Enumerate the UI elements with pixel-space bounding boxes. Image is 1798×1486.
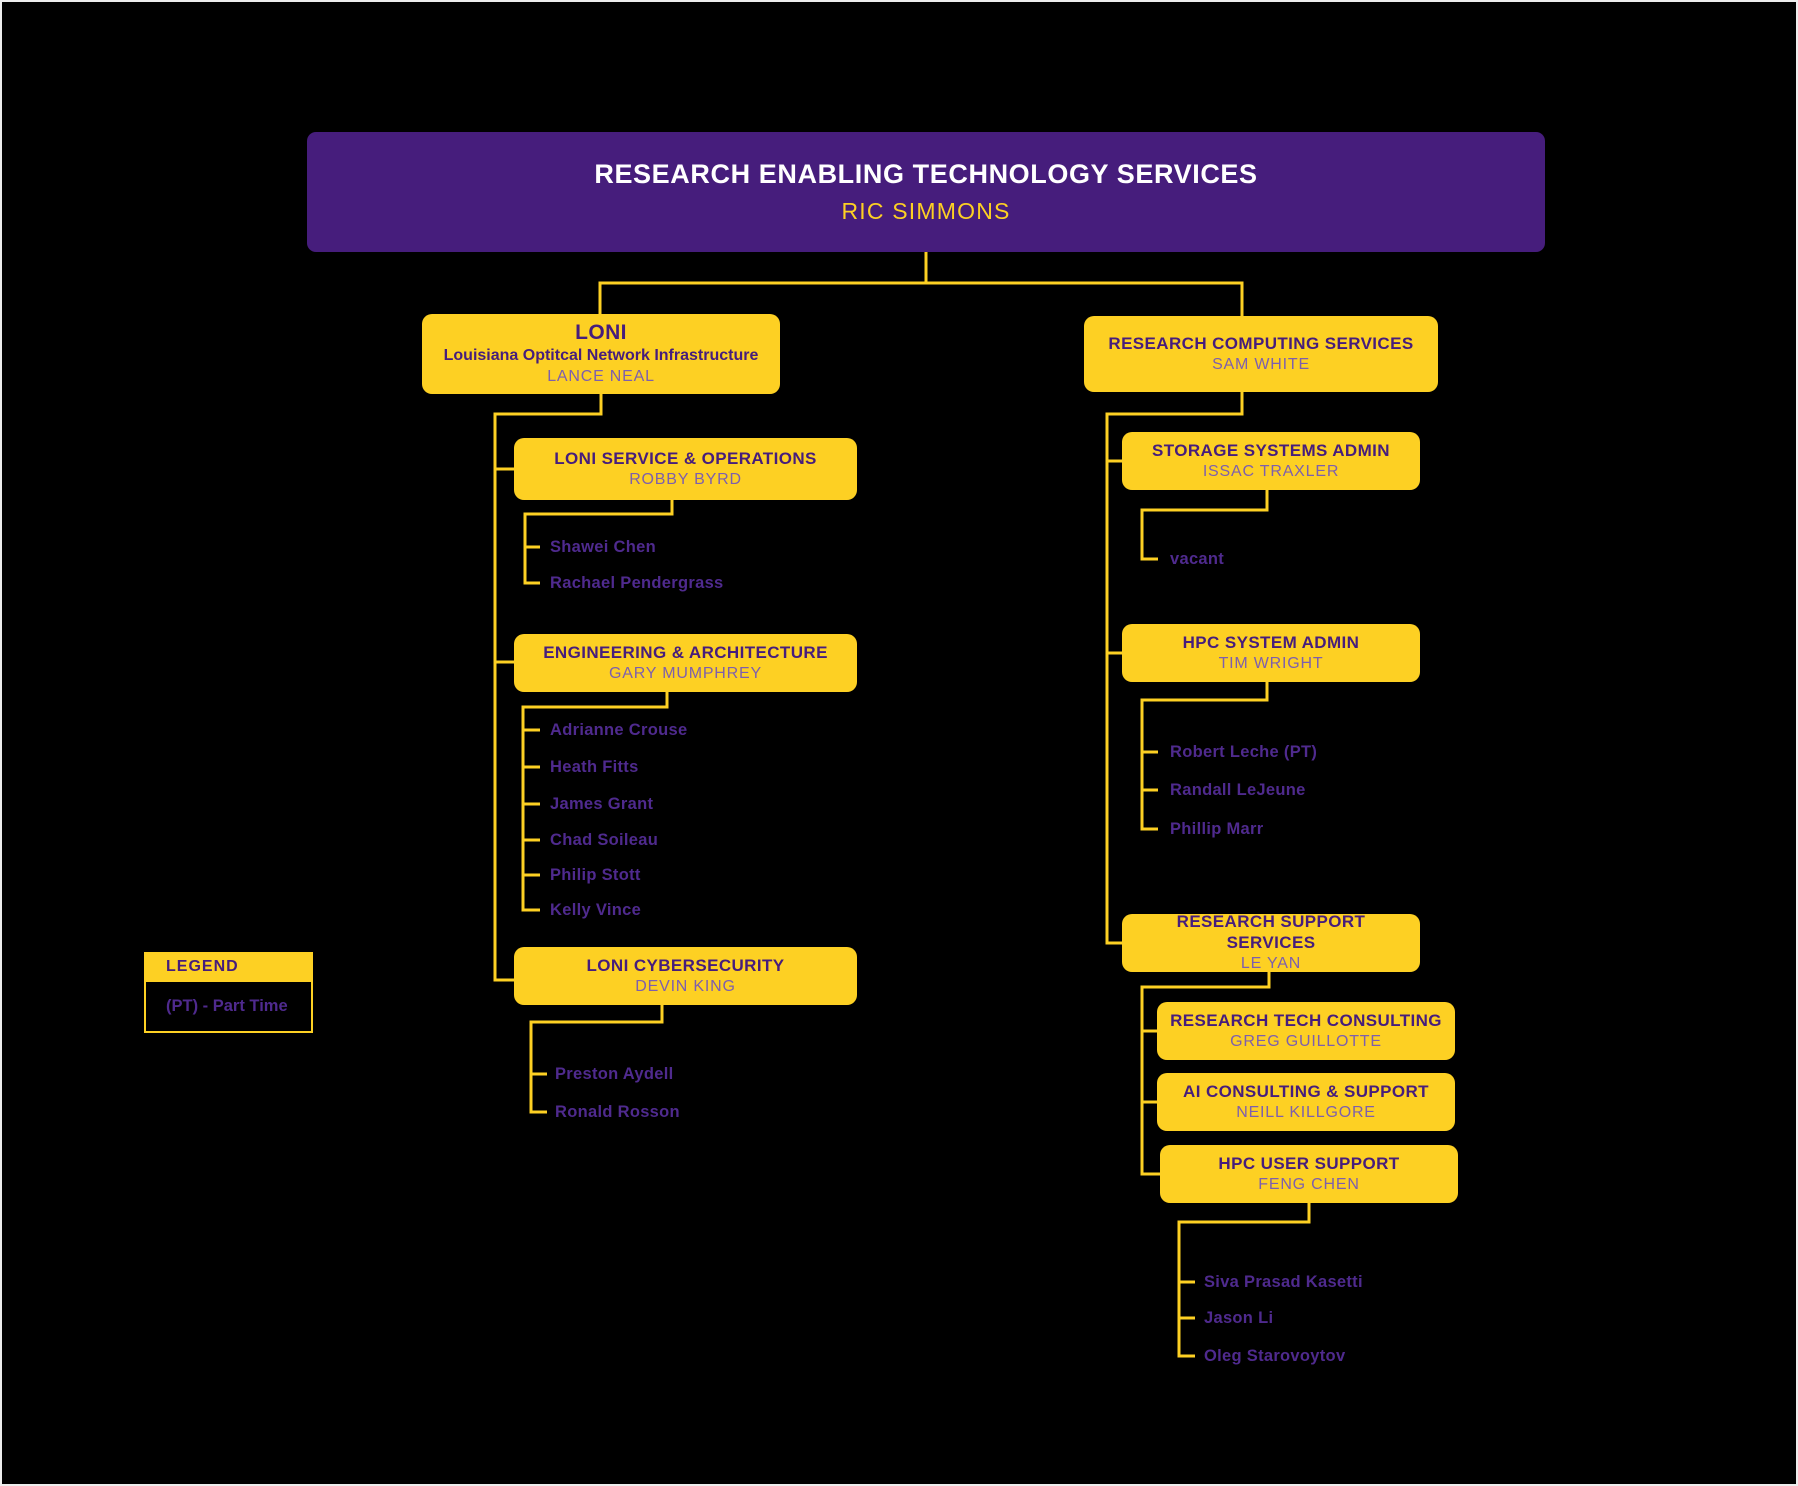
node-person: TIM WRIGHT — [1218, 654, 1324, 672]
node-title: LONI — [575, 321, 627, 345]
legend-title: LEGEND — [166, 958, 239, 975]
node-title: HPC USER SUPPORT — [1218, 1153, 1400, 1173]
node-person: LE YAN — [1240, 955, 1302, 973]
legend-entry: (PT) - Part Time — [166, 997, 288, 1015]
connector-cyber-members — [529, 1005, 664, 1114]
node-person: RIC SIMMONS — [841, 198, 1011, 224]
connector-hpc-admin-members — [1140, 682, 1269, 831]
legend-body: (PT) - Part Time — [144, 982, 313, 1033]
node-person: GREG GUILLOTTE — [1230, 1032, 1382, 1050]
node-ai-consulting-support: AI CONSULTING & SUPPORT NEILL KILLGORE — [1157, 1073, 1455, 1131]
node-person: LANCE NEAL — [547, 368, 655, 386]
node-loni: LONI Louisiana Optitcal Network Infrastr… — [422, 314, 780, 394]
member-name: Preston Aydell — [555, 1065, 674, 1083]
node-person: DEVIN KING — [635, 977, 736, 995]
node-title: RESEARCH COMPUTING SERVICES — [1108, 333, 1414, 353]
node-title: LONI SERVICE & OPERATIONS — [554, 448, 817, 468]
connector-eng-arch-members — [521, 692, 669, 912]
member-name: Chad Soileau — [550, 831, 659, 849]
connector-loni-rail — [493, 394, 603, 982]
node-hpc-system-admin: HPC SYSTEM ADMIN TIM WRIGHT — [1122, 624, 1420, 682]
member-name: vacant — [1170, 550, 1225, 568]
member-name: James Grant — [550, 795, 654, 813]
member-name: Heath Fitts — [550, 758, 639, 776]
connector-rcs-rail — [1105, 392, 1244, 945]
node-research-tech-consulting: RESEARCH TECH CONSULTING GREG GUILLOTTE — [1157, 1002, 1455, 1060]
member-name: Randall LeJeune — [1170, 781, 1306, 799]
member-name: Ronald Rosson — [555, 1103, 680, 1121]
node-research-computing-services: RESEARCH COMPUTING SERVICES SAM WHITE — [1084, 316, 1438, 392]
connector-storage-members — [1140, 490, 1269, 561]
member-name: Jason Li — [1204, 1309, 1274, 1327]
node-title: HPC SYSTEM ADMIN — [1182, 632, 1360, 652]
member-name: Siva Prasad Kasetti — [1204, 1273, 1363, 1291]
node-title: STORAGE SYSTEMS ADMIN — [1152, 440, 1390, 460]
node-title: RESEARCH SUPPORT SERVICES — [1176, 911, 1366, 953]
node-person: GARY MUMPHREY — [609, 664, 762, 682]
connector-root-branches — [598, 281, 1244, 316]
node-person: ROBBY BYRD — [629, 470, 742, 488]
legend-header: LEGEND — [144, 952, 313, 982]
member-name: Rachael Pendergrass — [550, 574, 724, 592]
member-name: Adrianne Crouse — [550, 721, 688, 739]
node-storage-systems-admin: STORAGE SYSTEMS ADMIN ISSAC TRAXLER — [1122, 432, 1420, 490]
node-research-enabling-technology-services: RESEARCH ENABLING TECHNOLOGY SERVICES RI… — [307, 132, 1545, 252]
node-title: RESEARCH TECH CONSULTING — [1170, 1010, 1442, 1030]
node-person: NEILL KILLGORE — [1236, 1103, 1376, 1121]
node-loni-cybersecurity: LONI CYBERSECURITY DEVIN KING — [514, 947, 857, 1005]
connector-rss-children — [1140, 972, 1271, 1176]
member-name: Phillip Marr — [1170, 820, 1264, 838]
node-person: FENG CHEN — [1258, 1175, 1360, 1193]
node-title: LONI CYBERSECURITY — [586, 955, 785, 975]
node-hpc-user-support: HPC USER SUPPORT FENG CHEN — [1160, 1145, 1458, 1203]
node-title: ENGINEERING & ARCHITECTURE — [543, 642, 828, 662]
member-name: Shawei Chen — [550, 538, 656, 556]
member-name: Robert Leche (PT) — [1170, 743, 1318, 761]
node-person: SAM WHITE — [1212, 355, 1310, 373]
connector-hpc-user-members — [1177, 1203, 1311, 1358]
node-research-support-services: RESEARCH SUPPORT SERVICES LE YAN — [1122, 911, 1420, 973]
node-title: RESEARCH ENABLING TECHNOLOGY SERVICES — [594, 159, 1258, 189]
member-name: Kelly Vince — [550, 901, 642, 919]
member-name: Oleg Starovoytov — [1204, 1347, 1346, 1365]
connector-loni-ops-members — [523, 500, 674, 585]
node-title: AI CONSULTING & SUPPORT — [1183, 1081, 1429, 1101]
node-subtitle: Louisiana Optitcal Network Infrastructur… — [443, 347, 759, 365]
node-engineering-architecture: ENGINEERING & ARCHITECTURE GARY MUMPHREY — [514, 634, 857, 692]
node-person: ISSAC TRAXLER — [1202, 462, 1340, 480]
node-loni-service-operations: LONI SERVICE & OPERATIONS ROBBY BYRD — [514, 438, 857, 500]
member-name: Philip Stott — [550, 866, 641, 884]
